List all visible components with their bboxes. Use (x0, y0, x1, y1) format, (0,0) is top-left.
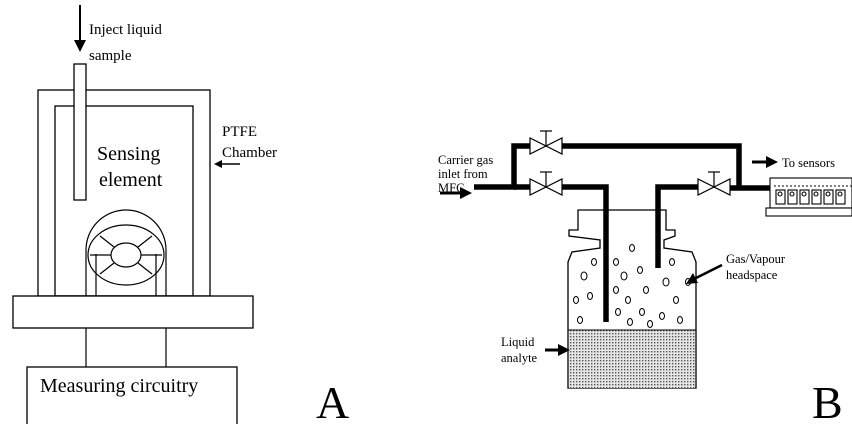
to-sensors-label: To sensors (782, 156, 835, 170)
inject-label: Inject liquid sample (89, 22, 166, 64)
valve-bottom-right (697, 171, 731, 196)
measuring-circuitry-box (26, 366, 238, 426)
sample-bottle (567, 209, 697, 389)
inject-arrow (74, 5, 86, 52)
liquid-analyte (569, 330, 695, 388)
sensor-array (765, 177, 852, 217)
injection-needle (73, 63, 87, 201)
valve-bottom-left (529, 171, 563, 196)
bottle-tubes (603, 210, 661, 322)
panel-a: Inject liquid sample PTFE Chamber Sensin… (12, 5, 349, 428)
chamber-label: PTFE Chamber (222, 124, 277, 161)
headspace-arrow (686, 263, 723, 284)
analyte-label: Liquid analyte (501, 335, 538, 365)
sensing-label: Sensing element (97, 143, 165, 191)
panel-b: Carrier gas inlet from MFC (438, 130, 852, 428)
inlet-arrow (440, 187, 472, 199)
sensing-element (85, 209, 167, 297)
panel-letter-a: A (316, 377, 349, 424)
valve-top (529, 130, 563, 155)
panel-letter-b: B (812, 377, 843, 424)
base-plate (12, 295, 254, 329)
circuitry-label: Measuring circuitry (40, 375, 198, 397)
to-sensors-arrow (752, 156, 778, 168)
ptfe-chamber-outer (37, 89, 211, 297)
analyte-arrow (545, 344, 570, 356)
chamber-arrow (214, 160, 240, 168)
headspace-label: Gas/Vapour headspace (726, 252, 788, 282)
